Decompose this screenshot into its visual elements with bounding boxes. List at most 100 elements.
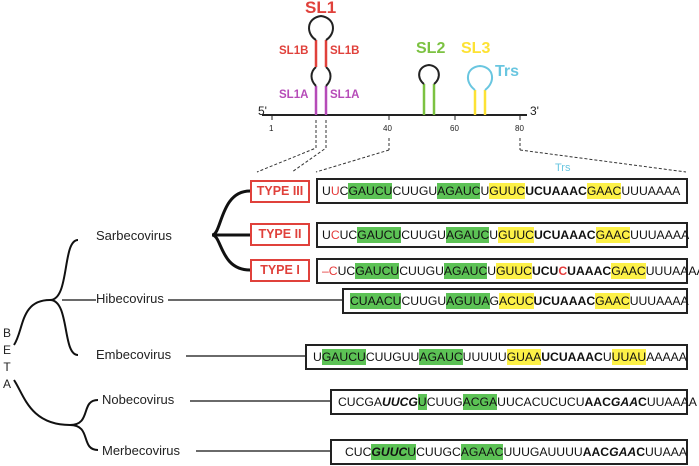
sl2-label: SL2 <box>416 40 446 57</box>
sl1-loop <box>308 14 334 41</box>
sequence-segment: C <box>328 264 338 278</box>
seq-box-type1: –CUCGAUCUCUUGUAGAUCUGUUCUCUCUAAACGAACUUU… <box>316 258 699 284</box>
sequence-type2: UCUCGAUCUCUUGUAGAUCUGUUCUCUAAACGAACUUUAA… <box>322 227 689 243</box>
sequence-segment: CUAACU <box>350 293 402 309</box>
sequence-segment: AGAUC <box>445 227 490 243</box>
sl1b-right-label: SL1B <box>330 45 360 57</box>
sequence-segment: UUCACUCUCU <box>497 395 585 409</box>
sequence-segment: CUUGU <box>401 228 446 242</box>
sequence-segment: CUC <box>345 445 372 459</box>
sl2-stem <box>422 84 436 115</box>
sequence-segment: AGAUC <box>443 263 488 279</box>
seq-box-type2: UCUCGAUCUCUUGUAGAUCUGUUCUCUAAACGAACUUUAA… <box>316 222 689 248</box>
sequence-segment: GUUC <box>371 444 408 460</box>
sequence-segment: UUUAAAA <box>621 184 681 198</box>
sequence-segment: UUAU <box>611 349 647 365</box>
sequence-segment: U <box>489 228 499 242</box>
sequence-segment: UC <box>337 264 356 278</box>
beta-letter: A <box>2 377 11 391</box>
seq-box-embeco: UGAUCUCUUGUUAGAUCUUUUUGUAAUCUAAACUUUAUAA… <box>305 344 688 370</box>
seq-box-nobeco: CUCGAUUCGUCUUGACGAUUCACUCUCUAACGAACUUAAA… <box>330 389 697 415</box>
sequence-segment: UAAAC <box>567 264 612 278</box>
guide-pos80 <box>519 149 687 173</box>
sl3-stem <box>473 90 487 115</box>
sequence-segment: CUUGC <box>416 445 461 459</box>
sequence-segment: – <box>322 264 329 278</box>
sequence-segment: CUUG <box>426 395 463 409</box>
sl1-bulge <box>310 66 332 87</box>
sequence-type3: UUCGAUCUCUUGUAGAUCUGUUCUCUAAACGAACUUUAAA… <box>322 183 680 199</box>
five-prime-label: 5' <box>258 104 267 118</box>
sequence-segment: C <box>636 445 645 459</box>
sequence-segment: AGAUC <box>437 183 481 199</box>
sequence-segment: UUAAA <box>645 445 687 459</box>
sequence-segment: U <box>417 394 427 410</box>
sequence-segment: CUUGU <box>392 184 438 198</box>
taxon-sarbecovirus: Sarbecovirus <box>96 228 172 243</box>
sl1a-left-label: SL1A <box>279 89 309 101</box>
sequence-segment: UCUAAAC <box>533 228 596 242</box>
beta-letter: T <box>3 360 11 374</box>
sequence-segment: UUUAAAA <box>630 228 690 242</box>
sequence-segment: GAA <box>609 445 637 459</box>
sl1b-stem <box>314 40 328 67</box>
sequence-segment: U <box>322 184 331 198</box>
sequence-merbecovirus: CUCGUUCUCUUGCAGAACUUUGAUUUUAACGAACUUAAA <box>345 444 687 460</box>
trs-loop <box>467 64 493 91</box>
sequence-segment: AAC <box>584 395 611 409</box>
sequence-segment: CUUGU <box>399 264 444 278</box>
sequence-type1: –CUCGAUCUCUUGUAGAUCUGUUCUCUCUAAACGAACUUU… <box>322 263 699 279</box>
sequence-segment: GUUC <box>498 227 534 243</box>
sequence-segment: GAUCU <box>357 227 402 243</box>
sequence-segment: GUUC <box>489 183 526 199</box>
branch-type-brace <box>211 189 251 272</box>
guide-sl1-left <box>256 120 317 173</box>
seq-box-hibeco: CUAACUCUUGUAGUUAGACUCUCUAAACGAACUUUAAAA <box>342 288 689 314</box>
sequence-hibecovirus: CUAACUCUUGUAGUUAGACUCUCUAAACGAACUUUAAAA <box>350 293 689 309</box>
sequence-segment: UUUAAAA <box>645 264 699 278</box>
sequence-segment: UUCG <box>382 395 418 409</box>
tick-label-60: 60 <box>450 124 459 133</box>
taxon-embecovirus: Embecovirus <box>96 347 172 362</box>
sequence-segment: GUAA <box>506 349 542 365</box>
type-iii-box: TYPE III <box>250 180 310 203</box>
beta-letter: E <box>2 343 11 357</box>
sequence-segment: GAAC <box>586 183 622 199</box>
type-ii-box: TYPE II <box>250 223 310 246</box>
branch-root <box>13 299 71 426</box>
sequence-segment: U <box>313 350 322 364</box>
sequence-segment: ACGA <box>462 394 498 410</box>
three-prime-label: 3' <box>530 104 539 118</box>
sequence-segment: UUUGAUUUU <box>503 445 583 459</box>
sequence-segment: UCUAAAC <box>525 184 587 198</box>
sequence-segment: AAC <box>582 445 610 459</box>
tick-label-1: 1 <box>269 124 274 133</box>
sequence-segment: U <box>322 228 331 242</box>
sl1a-stem <box>314 86 328 115</box>
sequence-segment: UUUUU <box>462 350 507 364</box>
sequence-segment: AGAAC <box>460 444 504 460</box>
sequence-segment: U <box>330 184 340 198</box>
guide-sl1-right <box>291 120 327 173</box>
trs-seq-label: Trs <box>555 162 571 174</box>
guide-pos40 <box>315 149 390 173</box>
branch-lower-clade <box>69 399 99 451</box>
sl2-loop <box>418 63 440 85</box>
sequence-segment: U <box>480 184 490 198</box>
sequence-segment: AAAAA <box>646 350 687 364</box>
type-i-box: TYPE I <box>250 259 310 282</box>
sequence-segment: U <box>487 264 497 278</box>
sequence-segment: C <box>638 395 647 409</box>
sequence-segment: GAUCU <box>355 263 400 279</box>
sequence-segment: GAUCU <box>321 349 366 365</box>
sequence-segment: C <box>558 264 568 278</box>
sequence-embecovirus: UGAUCUCUUGUUAGAUCUUUUUGUAAUCUAAACUUUAUAA… <box>313 349 687 365</box>
sequence-nobecovirus: CUCGAUUCGUCUUGACGAUUCACUCUCUAACGAACUUAAA… <box>338 394 697 410</box>
sequence-segment: GAAC <box>595 227 631 243</box>
sequence-segment: CUUGU <box>401 294 447 308</box>
sequence-segment: GAA <box>610 395 638 409</box>
sequence-segment: CUCGA <box>338 395 383 409</box>
tick-label-80: 80 <box>515 124 524 133</box>
seq-box-merbeco: CUCGUUCUCUUGCAGAACUUUGAUUUUAACGAACUUAAA <box>330 439 688 465</box>
